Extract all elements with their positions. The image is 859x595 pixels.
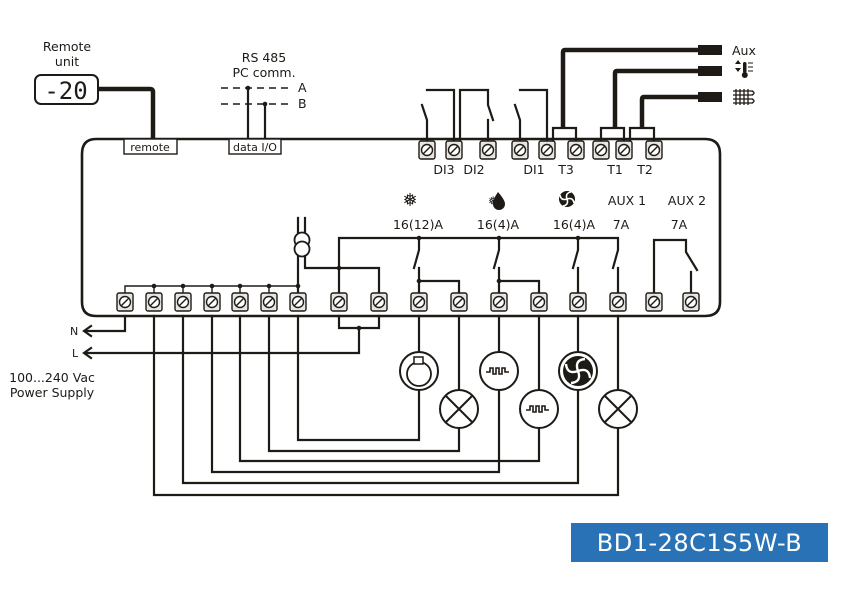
screw-terminal[interactable]	[371, 293, 387, 311]
fan-relay	[573, 238, 578, 296]
screw-terminal[interactable]	[117, 293, 133, 311]
line-wire	[85, 316, 379, 353]
aux1-label: AUX 1	[608, 193, 646, 208]
compressor-rating: 16(12)A	[393, 217, 444, 232]
aux2-label: AUX 2	[668, 193, 706, 208]
remote-display-value: -20	[44, 77, 87, 105]
screw-terminal[interactable]	[419, 141, 435, 159]
data-io-port-label: data I/O	[233, 141, 277, 154]
label-t3: T3	[557, 162, 574, 177]
junction-dot	[238, 284, 243, 289]
screw-terminal[interactable]	[204, 293, 220, 311]
fan-icon	[559, 352, 597, 390]
screw-terminal[interactable]	[593, 141, 609, 159]
transformer-icon	[295, 218, 310, 257]
screw-terminal[interactable]	[539, 141, 555, 159]
remote-unit-label-1: Remote	[43, 39, 92, 54]
room-probe-cable	[615, 71, 700, 128]
defrost-relay-icon: ❅	[488, 192, 505, 210]
thermometer-icon	[735, 60, 753, 78]
screw-terminal[interactable]	[175, 293, 191, 311]
power-supply-label-1: 100...240 Vac	[9, 370, 95, 385]
light-icon	[599, 390, 637, 428]
screw-terminal[interactable]	[261, 293, 277, 311]
rs485-a-label: A	[298, 80, 307, 95]
junction-dot	[181, 284, 186, 289]
remote-unit-label-2: unit	[55, 54, 79, 69]
junction-dot	[296, 284, 301, 289]
compressor-relay	[414, 238, 459, 296]
evaporator-coil-icon	[733, 89, 754, 105]
aux1-rating: 7A	[613, 217, 630, 232]
label-di2: DI2	[463, 162, 484, 177]
di3-contact	[422, 90, 454, 140]
screw-terminal[interactable]	[531, 293, 547, 311]
neutral-label: N	[70, 325, 78, 338]
defrost-heater-icon	[520, 390, 558, 428]
screw-terminal[interactable]	[146, 293, 162, 311]
remote-cable	[98, 89, 153, 140]
screw-terminal[interactable]	[512, 141, 528, 159]
evaporator-probe-cable	[642, 97, 700, 128]
compressor-relay-icon: ❅	[402, 190, 417, 211]
defrost-rating: 16(4)A	[477, 217, 520, 232]
screw-terminal[interactable]	[570, 293, 586, 311]
remote-port[interactable]: remote	[124, 139, 177, 154]
junction-dot	[267, 284, 272, 289]
label-t2: T2	[636, 162, 653, 177]
screw-terminal[interactable]	[331, 293, 347, 311]
screw-terminal[interactable]	[480, 141, 496, 159]
junction-dot	[210, 284, 215, 289]
screw-terminal[interactable]	[290, 293, 306, 311]
screw-terminal[interactable]	[411, 293, 427, 311]
screw-terminal[interactable]	[446, 141, 462, 159]
svg-text:❅: ❅	[402, 190, 417, 211]
screw-terminal[interactable]	[491, 293, 507, 311]
screw-terminal[interactable]	[232, 293, 248, 311]
light-icon	[440, 390, 478, 428]
remote-port-label: remote	[130, 141, 170, 154]
fan-relay-icon	[559, 191, 575, 207]
model-badge: BD1-28C1S5W-B	[571, 523, 828, 562]
screw-terminal[interactable]	[451, 293, 467, 311]
neutral-wire	[85, 316, 125, 331]
aux-probe-cable	[563, 50, 700, 128]
power-supply-label-2: Power Supply	[10, 385, 95, 400]
screw-terminal[interactable]	[568, 141, 584, 159]
di2-contact	[460, 90, 493, 140]
fan-rating: 16(4)A	[553, 217, 596, 232]
screw-terminal[interactable]	[683, 293, 699, 311]
label-di3: DI3	[433, 162, 454, 177]
label-di1: DI1	[523, 162, 544, 177]
label-t1: T1	[606, 162, 623, 177]
defrost-heater-icon	[480, 352, 518, 390]
wire-fan-return	[183, 316, 578, 483]
aux2-rating: 7A	[671, 217, 688, 232]
data-io-port[interactable]: data I/O	[229, 139, 281, 154]
compressor-icon	[400, 352, 438, 390]
junction-dot	[152, 284, 157, 289]
screw-terminal[interactable]	[646, 141, 662, 159]
screw-terminal[interactable]	[646, 293, 662, 311]
relay-common-bus	[339, 238, 618, 296]
aux2-relay	[654, 240, 697, 296]
aux-sensor-label: Aux	[732, 43, 756, 58]
defrost-relay	[494, 238, 539, 296]
line-label: L	[72, 347, 79, 360]
rs485-label-2: PC comm.	[232, 65, 295, 80]
rs485-b-label: B	[298, 96, 307, 111]
screw-terminal[interactable]	[616, 141, 632, 159]
di1-contact	[515, 90, 547, 140]
screw-terminal[interactable]	[610, 293, 626, 311]
rs485-label-1: RS 485	[242, 50, 286, 65]
